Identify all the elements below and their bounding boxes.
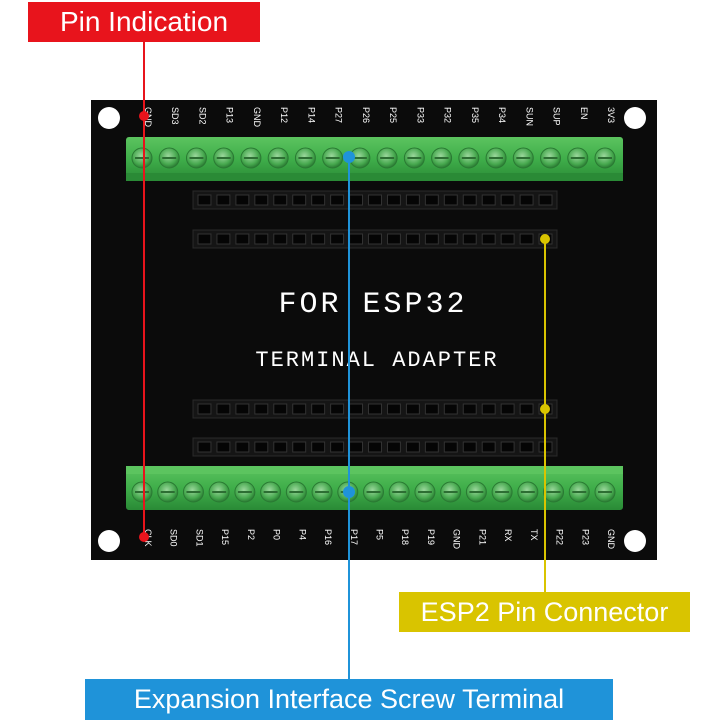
bottom-pin-label: P21: [477, 529, 487, 545]
bottom-terminal-screw: [157, 481, 179, 503]
bottom-screw-terminal: [126, 466, 623, 510]
top-terminal-screw: [458, 147, 480, 169]
top-terminal-screw: [322, 147, 344, 169]
top-terminal-screw: [294, 147, 316, 169]
top-screw-terminal: [126, 137, 623, 181]
expansion-terminal-callout: Expansion Interface Screw Terminal: [85, 679, 613, 720]
bottom-pin-label: P19: [426, 529, 436, 545]
top-pin-label: P34: [497, 107, 507, 123]
bottom-terminal-screw: [363, 481, 384, 503]
top-terminal-screw: [131, 147, 153, 169]
bottom-pin-label: P5: [375, 529, 385, 540]
top-terminal-screw: [376, 147, 398, 169]
bottom-pin-label: P16: [323, 529, 333, 545]
bottom-terminal-screw: [311, 481, 333, 503]
expansion-terminal-pointer: [343, 151, 355, 682]
top-pin-label: GND: [252, 107, 262, 128]
bottom-terminal-screw: [465, 481, 487, 503]
bottom-pin-label: SD0: [169, 529, 179, 547]
expansion-terminal-label: Expansion Interface Screw Terminal: [133, 684, 565, 714]
header-socket-row: [192, 437, 558, 457]
top-terminal-screw: [567, 147, 589, 169]
bottom-pin-label: P18: [400, 529, 410, 545]
header-socket-row: [192, 190, 558, 210]
header-socket-row: [192, 229, 558, 249]
top-pin-label: 3V3: [606, 107, 616, 123]
bottom-terminal-screw: [594, 481, 616, 503]
top-pin-label: P14: [306, 107, 316, 123]
top-pin-label: SD3: [170, 107, 180, 125]
bottom-terminal-screw: [131, 481, 153, 503]
mounting-hole-bottom-left: [98, 530, 120, 552]
top-terminal-screw: [540, 147, 562, 169]
bottom-terminal-screw: [260, 481, 282, 503]
bottom-pin-label: GND: [606, 529, 616, 550]
bottom-pin-label: P17: [349, 529, 359, 545]
board-title: FOR ESP32: [278, 288, 467, 322]
bottom-terminal-screw: [285, 481, 307, 503]
top-pin-label: EN: [579, 107, 589, 120]
top-terminal-screw: [403, 147, 425, 169]
bottom-pin-label: P15: [220, 529, 230, 545]
bottom-pin-label: RX: [503, 529, 513, 542]
top-terminal-screw: [185, 147, 207, 169]
bottom-terminal-screw: [208, 481, 230, 503]
bottom-terminal-screw: [517, 481, 539, 503]
bottom-terminal-screw: [568, 481, 590, 503]
top-pin-label: P13: [225, 107, 235, 123]
mounting-hole-top-right: [624, 107, 646, 129]
bottom-pin-label: SD1: [194, 529, 204, 547]
bottom-terminal-screw: [491, 481, 513, 503]
top-terminal-screw: [267, 147, 289, 169]
bottom-pin-label: P22: [555, 529, 565, 545]
esp32-pin-headers: [192, 190, 558, 457]
bottom-terminal-screw: [414, 481, 436, 503]
pin-indication-label: Pin Indication: [59, 6, 229, 37]
top-pin-label: P35: [470, 107, 480, 123]
bottom-terminal-screw: [234, 481, 256, 503]
bottom-pin-label: P0: [272, 529, 282, 540]
bottom-pin-label: GND: [452, 529, 462, 550]
top-terminal-screw: [431, 147, 453, 169]
esp-pin-connector-label: ESP2 Pin Connector: [420, 596, 669, 627]
top-pin-label: P33: [415, 107, 425, 123]
top-terminal-screw: [158, 147, 180, 169]
bottom-pin-label: P2: [246, 529, 256, 540]
top-pin-label: SD2: [197, 107, 207, 125]
pin-indication-pointer: [139, 40, 149, 542]
mounting-hole-bottom-right: [624, 530, 646, 552]
header-socket-row: [192, 399, 558, 419]
esp-pin-connector-pointer: [540, 234, 550, 594]
top-pin-label: SUN: [524, 107, 534, 126]
bottom-pin-label: TX: [529, 529, 539, 541]
top-pin-label: SUP: [552, 107, 562, 126]
top-terminal-screw: [485, 147, 507, 169]
top-terminal-screw: [512, 147, 534, 169]
bottom-pin-label: P23: [580, 529, 590, 545]
top-pin-label: P12: [279, 107, 289, 123]
top-pin-label: P26: [361, 107, 371, 123]
top-terminal-screw: [213, 147, 235, 169]
top-pin-label: P25: [388, 107, 398, 123]
bottom-pin-labels: CLKSD0SD1P15P2P0P4P16P17P5P18P19GNDP21RX…: [143, 529, 616, 550]
top-pin-label: P27: [334, 107, 344, 123]
bottom-pin-label: P4: [297, 529, 307, 540]
board-subtitle: TERMINAL ADAPTER: [255, 348, 498, 373]
bottom-terminal-screw: [440, 481, 462, 503]
bottom-terminal-screw: [543, 481, 565, 503]
top-terminal-screw: [349, 147, 371, 169]
bottom-terminal-screw: [182, 481, 204, 503]
top-pin-labels: GNDSD3SD2P13GNDP12P14P27P26P25P33P32P35P…: [143, 107, 616, 128]
top-terminal-screw: [240, 147, 262, 169]
mounting-hole-top-left: [98, 107, 120, 129]
pin-indication-callout: Pin Indication: [28, 2, 260, 42]
bottom-terminal-screw: [388, 481, 410, 503]
top-terminal-screw: [594, 147, 616, 169]
top-pin-label: P32: [443, 107, 453, 123]
esp-pin-connector-callout: ESP2 Pin Connector: [399, 592, 690, 632]
